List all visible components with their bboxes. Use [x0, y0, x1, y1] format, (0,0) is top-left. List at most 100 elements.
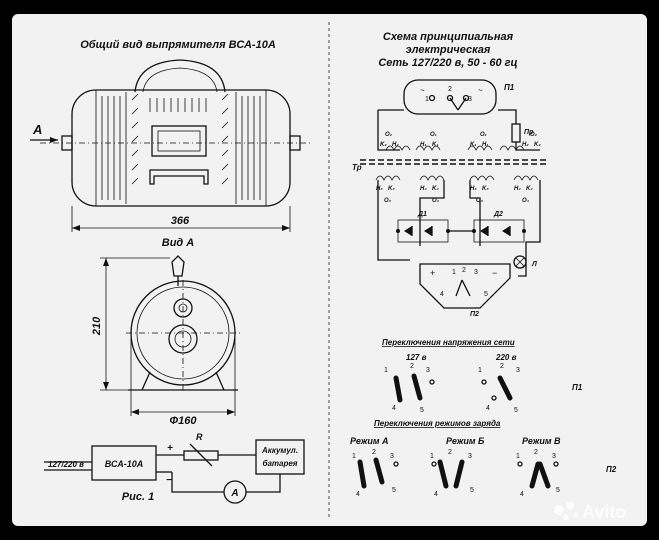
svg-text:H₄: H₄ — [420, 186, 427, 192]
svg-text:K₂: K₂ — [534, 142, 541, 148]
svg-text:3: 3 — [474, 269, 478, 276]
svg-text:5: 5 — [484, 291, 488, 298]
svg-text:3: 3 — [468, 453, 472, 460]
svg-text:O₄: O₄ — [432, 198, 440, 204]
svg-text:1: 1 — [478, 367, 482, 374]
svg-text:5: 5 — [556, 487, 560, 494]
svg-text:~: ~ — [478, 86, 483, 95]
svg-text:5: 5 — [392, 487, 396, 494]
fig-plus: + — [167, 443, 173, 454]
schematic-title-1: Схема принципиальная — [383, 31, 514, 43]
view-a-marker: А — [32, 122, 42, 137]
view-a-title: Вид А — [162, 237, 195, 249]
height-value: 210 — [91, 316, 103, 336]
transformer-primary: Пр O₂ K₂ H₂ O₁ H₁ K₁ O₁ K₁ H₁ O₂ H₂ K₂ Т… — [352, 109, 548, 172]
svg-text:4: 4 — [520, 491, 524, 498]
battery-label-2: батарея — [262, 459, 297, 468]
height-dimension: 210 — [91, 257, 170, 391]
svg-text:2: 2 — [462, 267, 466, 274]
svg-text:K₃: K₃ — [388, 186, 395, 192]
svg-text:3: 3 — [468, 96, 472, 103]
svg-text:3: 3 — [516, 367, 520, 374]
figure-caption: Рис. 1 — [122, 491, 154, 503]
svg-text:H₂: H₂ — [522, 142, 529, 148]
svg-text:1: 1 — [425, 96, 429, 103]
width-dimension: 366 — [71, 206, 291, 232]
svg-text:O₁: O₁ — [480, 132, 487, 138]
svg-text:3: 3 — [390, 453, 394, 460]
svg-text:1: 1 — [430, 453, 434, 460]
mode-b-label: Режим Б — [446, 436, 485, 446]
svg-text:1: 1 — [516, 453, 520, 460]
svg-text:O₂: O₂ — [385, 132, 393, 138]
svg-text:H₄: H₄ — [514, 186, 521, 192]
svg-text:K₂: K₂ — [380, 142, 387, 148]
rectifier-bridge: Д1 Д2 Л — [377, 180, 541, 277]
battery-label-1: Аккумул. — [261, 446, 298, 455]
avito-watermark: Avito — [554, 502, 626, 522]
indicator-lamp — [513, 255, 527, 269]
device-label: ВСА-10А — [105, 459, 144, 469]
svg-text:2: 2 — [372, 449, 376, 456]
width-value: 366 — [171, 215, 190, 227]
svg-text:3: 3 — [426, 367, 430, 374]
svg-text:K₄: K₄ — [432, 186, 439, 192]
svg-text:2: 2 — [448, 86, 452, 93]
mode-v-label: Режим В — [522, 436, 561, 446]
mode-switch-p2: + 1 2 3 − 4 5 П2 — [419, 263, 511, 318]
svg-text:H₁: H₁ — [420, 142, 426, 148]
device-box — [91, 445, 157, 481]
svg-text:K₄: K₄ — [526, 186, 533, 192]
svg-text:127 в: 127 в — [406, 353, 427, 362]
tr-label: Тр — [352, 163, 362, 172]
svg-text:4: 4 — [356, 491, 360, 498]
svg-text:H₁: H₁ — [482, 142, 488, 148]
svg-text:2: 2 — [500, 363, 504, 370]
svg-text:K₃: K₃ — [482, 186, 489, 192]
svg-text:O₁: O₁ — [430, 132, 437, 138]
svg-text:4: 4 — [486, 405, 490, 412]
svg-text:K₁: K₁ — [470, 142, 476, 148]
mains-switch-p1: ~ 1 2 3 ~ П1 — [403, 79, 515, 115]
schematic-drawing: Схема принципиальная электрическая Сеть … — [350, 31, 617, 498]
svg-text:H₂: H₂ — [392, 142, 399, 148]
d2-label: Д2 — [493, 211, 503, 218]
fig-minus: − — [166, 475, 172, 486]
svg-text:5: 5 — [514, 407, 518, 414]
svg-text:1: 1 — [384, 367, 388, 374]
svg-text:П2: П2 — [606, 465, 617, 474]
name-plate — [151, 125, 207, 157]
svg-text:~: ~ — [420, 86, 425, 95]
svg-text:H₃: H₃ — [470, 186, 477, 192]
end-view — [126, 255, 240, 392]
cooling-ribs — [101, 93, 261, 200]
mode-a-label: Режим А — [350, 436, 389, 446]
svg-text:220 в: 220 в — [495, 353, 517, 362]
svg-text:4: 4 — [392, 405, 396, 412]
connection-diagram: 127/220 в ВСА-10А + R Аккумул. батарея −… — [44, 432, 305, 504]
mode-switching-section: Переключения режимов заряда Режим А Режи… — [350, 419, 617, 498]
schematic-title-3: Сеть 127/220 в, 50 - 60 гц — [378, 57, 517, 69]
mains-switching-section: Переключения напряжения сети 127 в 220 в… — [382, 338, 583, 414]
general-view-title: Общий вид выпрямителя ВСА-10А — [80, 39, 276, 51]
svg-text:1: 1 — [352, 453, 356, 460]
schematic-title-2: электрическая — [406, 44, 491, 56]
svg-text:П2: П2 — [470, 311, 479, 318]
watermark-text: Avito — [582, 502, 626, 522]
svg-text:−: − — [492, 268, 497, 278]
svg-text:O₃: O₃ — [384, 198, 392, 204]
resistor-label: R — [196, 432, 203, 442]
svg-text:K₁: K₁ — [432, 142, 438, 148]
diameter-dimension: Ф160 — [130, 338, 236, 427]
d1-label: Д1 — [417, 211, 427, 218]
svg-text:O₂: O₂ — [530, 132, 538, 138]
svg-text:3: 3 — [552, 453, 556, 460]
svg-text:2: 2 — [410, 363, 414, 370]
svg-text:4: 4 — [434, 491, 438, 498]
bottom-grip — [149, 169, 209, 185]
svg-text:П1: П1 — [572, 383, 583, 392]
ammeter-label: А — [230, 488, 238, 499]
svg-text:2: 2 — [448, 449, 452, 456]
fig-input-voltage: 127/220 в — [48, 460, 84, 469]
